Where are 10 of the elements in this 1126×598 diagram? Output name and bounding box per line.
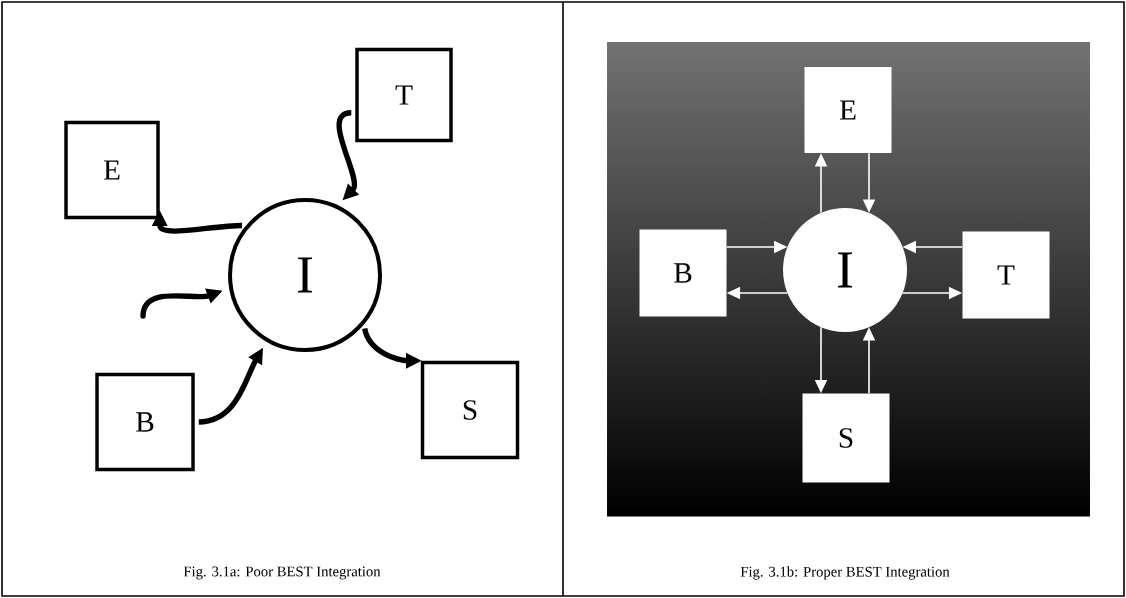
figure-caption: Fig. 3.1a: Poor BEST Integration bbox=[183, 566, 381, 580]
letter-box: S bbox=[802, 393, 890, 483]
letter-box: B bbox=[639, 229, 727, 317]
letter-box: E bbox=[804, 67, 892, 153]
letter-box: T bbox=[962, 231, 1050, 319]
figure-caption: Fig. 3.1b: Proper BEST Integration bbox=[740, 566, 950, 580]
letter-box: T bbox=[355, 47, 453, 143]
letter-box: E bbox=[64, 120, 160, 220]
letter-box: B bbox=[95, 372, 195, 472]
letter-box: S bbox=[420, 360, 520, 460]
